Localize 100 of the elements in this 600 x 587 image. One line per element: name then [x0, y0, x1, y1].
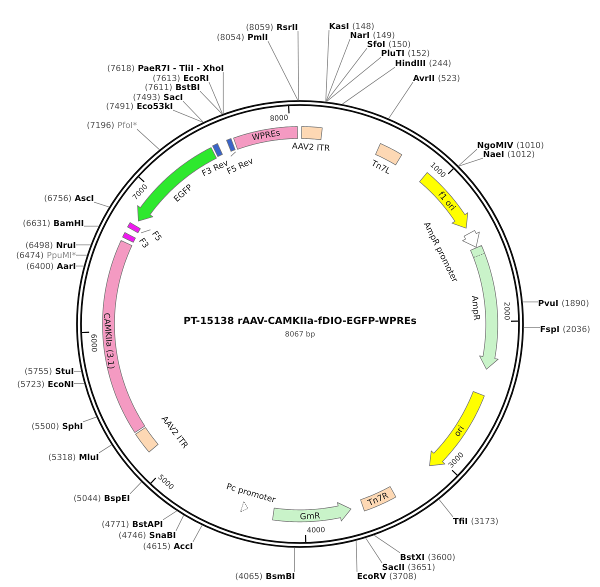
cut-position: (3600) — [428, 552, 456, 562]
leader-line — [326, 56, 382, 102]
enzyme-name: BstBI — [175, 82, 200, 92]
cut-position: (149) — [372, 30, 396, 40]
leader-line — [176, 514, 184, 532]
cut-position: (523) — [438, 74, 460, 82]
cut-position: (4771) — [102, 520, 130, 528]
feature-label: f1 ori — [436, 190, 458, 212]
leader-line — [374, 534, 400, 554]
leader-line — [140, 229, 151, 234]
feature-label: CAMKIIa (3.1) — [102, 312, 116, 370]
cut-position: (6474) — [16, 250, 44, 260]
feature-bar — [127, 222, 142, 233]
leader-line — [365, 538, 382, 564]
leader-line — [76, 244, 91, 246]
cut-position: (5318) — [48, 452, 76, 462]
cut-position: (2036) — [562, 324, 590, 334]
leader-line — [342, 66, 396, 105]
enzyme-name: SfoI — [367, 40, 386, 48]
leader-line — [98, 444, 112, 454]
leader-line — [458, 148, 478, 166]
feature-label: WPREs — [251, 128, 281, 142]
enzyme-name: AccI — [174, 542, 193, 550]
enzyme-name: EcoRV — [357, 572, 386, 580]
leader-line — [326, 48, 368, 102]
cut-position: (7493) — [132, 92, 160, 102]
cut-position: (4746) — [118, 530, 146, 540]
enzyme-name: PpuMI* — [46, 250, 76, 260]
cut-position: (4615) — [143, 542, 171, 550]
cut-position: (5723) — [17, 379, 45, 388]
cut-position: (5755) — [24, 367, 52, 376]
enzyme-name: NaeI — [483, 150, 504, 158]
feature-label: F3 — [137, 236, 150, 250]
enzyme-name: SphI — [62, 422, 83, 430]
feature-label: AmpR — [471, 296, 482, 321]
leader-line — [82, 416, 97, 422]
enzyme-name: TfiI — [453, 516, 468, 526]
enzyme-name: PaeR7I - TliI - XhoI — [138, 64, 224, 72]
leader-line — [438, 499, 454, 518]
enzyme-name: NarI — [350, 30, 370, 40]
cut-position: (150) — [388, 40, 411, 48]
leader-line — [325, 30, 330, 102]
cut-position: (7618) — [107, 64, 135, 72]
enzyme-name: BamHI — [53, 218, 84, 228]
leader-line — [76, 254, 88, 256]
cut-position: (7196) — [86, 120, 114, 130]
cut-position: (3651) — [408, 562, 436, 572]
feature-label: AAV2 ITR — [292, 142, 330, 153]
cut-position: (7613) — [152, 74, 180, 82]
feature-label: Tn7R — [366, 491, 390, 508]
enzyme-name: MluI — [78, 452, 99, 462]
enzyme-name: BstXI — [400, 552, 425, 562]
enzyme-name: Eco53kI — [136, 102, 173, 110]
cut-position: (8059) — [246, 22, 274, 32]
leader-line — [84, 226, 99, 227]
leader-line — [268, 40, 298, 100]
cut-position: (6498) — [25, 240, 53, 250]
leader-line — [182, 100, 204, 123]
cut-position: (3173) — [470, 516, 498, 526]
enzyme-name: StuI — [55, 367, 74, 376]
enzyme-name: FspI — [540, 324, 560, 334]
cut-position: (3708) — [389, 572, 417, 580]
leader-line — [74, 370, 82, 372]
leader-line — [162, 510, 178, 520]
plasmid-name: PT-15138 rAAV-CAMKIIa-fDIO-EGFP-WPREs — [183, 317, 417, 327]
leader-line — [74, 383, 85, 384]
enzyme-name: PvuI — [538, 298, 558, 308]
enzyme-name: PluTI — [381, 48, 405, 58]
feature-label: F5 — [150, 230, 164, 243]
cut-position: (5500) — [31, 422, 60, 430]
leader-line — [136, 128, 160, 150]
leader-line — [458, 158, 484, 167]
enzyme-name: SacI — [163, 92, 183, 102]
cut-position: (1012) — [507, 150, 535, 158]
leader-line — [356, 540, 358, 572]
enzyme-name: PfoI* — [117, 120, 137, 130]
enzyme-name: BspEI — [104, 494, 130, 502]
feature-label: GmR — [300, 511, 320, 520]
cut-position: (8054) — [216, 32, 244, 42]
cut-position: (152) — [408, 48, 430, 58]
leader-line — [388, 82, 414, 119]
enzyme-name: BstAPI — [132, 520, 163, 528]
enzyme-name: KasI — [329, 22, 350, 30]
cut-position: (1890) — [561, 298, 590, 308]
enzyme-name: NruI — [56, 240, 76, 250]
leader-line — [172, 110, 204, 123]
leader-line — [208, 82, 223, 114]
cut-position: (6400) — [26, 262, 54, 270]
cut-position: (7491) — [106, 102, 134, 110]
leader-line — [222, 72, 224, 114]
feature-label: Pc promoter — [225, 482, 276, 504]
cut-position: (4065) — [235, 572, 263, 580]
enzyme-name: PmlI — [247, 32, 268, 42]
leader-line — [523, 326, 540, 328]
enzyme-name: AarI — [56, 262, 76, 270]
leader-line — [192, 524, 202, 542]
cut-position: (5044) — [73, 494, 102, 502]
enzyme-name: NgoMIV — [477, 140, 514, 150]
enzyme-name: SnaBI — [149, 530, 176, 540]
enzyme-name: EcoNI — [48, 379, 74, 388]
